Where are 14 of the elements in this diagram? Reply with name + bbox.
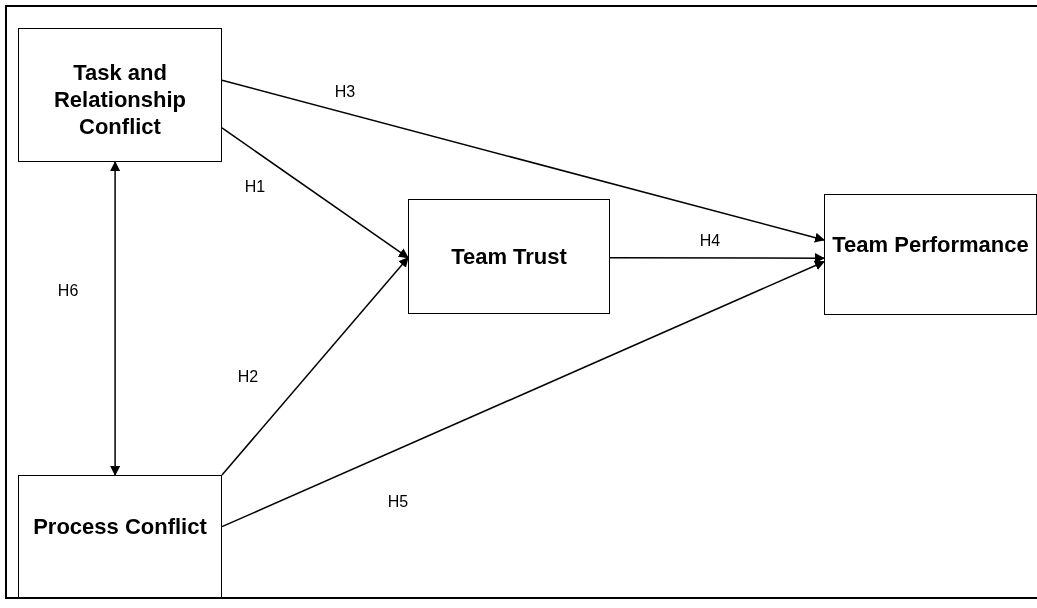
arrow bbox=[221, 256, 409, 476]
arrow bbox=[221, 79, 825, 243]
concept-box bbox=[408, 199, 610, 314]
concept-box bbox=[18, 28, 222, 162]
arrow bbox=[221, 260, 825, 528]
concept-box bbox=[18, 475, 222, 598]
concept-box bbox=[824, 194, 1037, 315]
arrow bbox=[221, 127, 409, 259]
concept-label: Process Conflict bbox=[33, 513, 207, 540]
arrow bbox=[110, 161, 121, 476]
concept-label: Task and Relationship Conflict bbox=[53, 58, 187, 140]
arrow bbox=[609, 253, 825, 264]
concept-label: Team Trust bbox=[451, 243, 567, 270]
concept-label: Team Performance bbox=[832, 231, 1029, 258]
